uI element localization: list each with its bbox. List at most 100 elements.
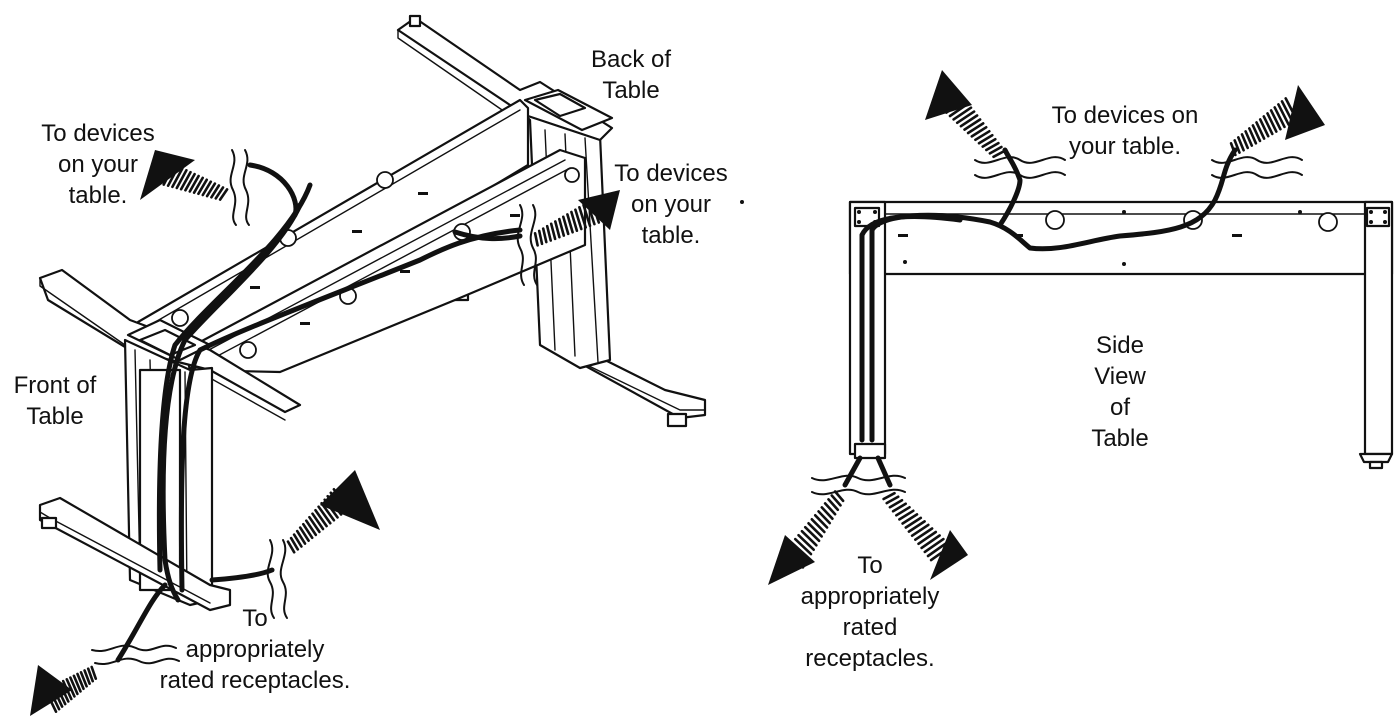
coil-stripe	[317, 505, 332, 525]
coil-stripe	[301, 522, 314, 540]
coil-stripe	[1258, 118, 1270, 138]
coil-stripe	[981, 137, 997, 148]
coil-stripe	[920, 534, 941, 550]
coil-stripe	[926, 541, 949, 558]
stray-mark	[740, 200, 744, 204]
coil-stripe	[184, 172, 196, 192]
coil-stripe	[984, 141, 1000, 152]
arrow-head-icon	[578, 190, 620, 230]
coil-stripe	[803, 525, 821, 543]
coil-stripe	[578, 206, 588, 229]
coil-stripe	[817, 510, 832, 525]
coil-stripe	[566, 213, 574, 234]
coil-stripe	[970, 126, 988, 138]
coil-stripe	[882, 491, 896, 501]
coil-stripe	[992, 149, 1006, 159]
coil-stripe	[952, 106, 973, 121]
coil-stripe	[292, 533, 303, 548]
coil-stripe	[545, 224, 553, 242]
coil-stripe	[888, 498, 904, 509]
coil-stripe	[1255, 121, 1266, 140]
coil-stripe	[1233, 139, 1241, 154]
coil-stripe	[314, 508, 328, 528]
coil-stripe	[553, 220, 561, 239]
coil-stripe	[793, 537, 813, 556]
coil-stripe	[898, 509, 915, 521]
coil-stripe	[308, 515, 321, 534]
coil-stripe	[298, 526, 310, 543]
break-mark-icon	[91, 149, 538, 666]
coil-stripe	[810, 517, 826, 534]
coil-stripe	[910, 523, 930, 538]
cable-to-receptacle-left	[115, 582, 168, 663]
coil-stripe	[959, 114, 979, 128]
coil-stripe	[891, 502, 908, 513]
coiled-cable-icon	[768, 70, 1325, 585]
coil-stripe	[541, 227, 548, 244]
coil-stripe	[988, 145, 1003, 155]
coil-stripe	[977, 133, 994, 145]
coil-stripe	[813, 513, 829, 529]
coil-stripe	[1244, 130, 1254, 147]
coil-stripe	[904, 516, 923, 529]
coil-stripe	[827, 498, 840, 512]
coil-stripe	[955, 110, 976, 125]
coil-stripe	[171, 167, 184, 189]
coil-stripe	[192, 176, 204, 194]
coil-stripe	[974, 130, 991, 142]
coil-stripe	[823, 502, 837, 516]
coil-stripe	[76, 672, 85, 691]
arrow-head-icon	[768, 535, 815, 585]
coil-stripe	[197, 178, 208, 196]
coil-stripe	[175, 169, 188, 190]
arrow-head-icon	[320, 470, 380, 530]
arrow-head-icon	[930, 530, 968, 580]
coil-stripe	[800, 529, 818, 547]
side-view-table	[842, 147, 1394, 488]
coil-stripe	[885, 495, 900, 505]
cable-to-devices-left	[247, 162, 299, 218]
break-mark-icon	[811, 156, 1303, 496]
coil-stripe	[65, 677, 76, 698]
coil-stripe	[1229, 142, 1237, 157]
coil-stripe	[214, 186, 225, 200]
cable-to-receptacle-right	[209, 567, 275, 583]
coil-stripe	[1251, 124, 1262, 143]
isometric-table-frame	[38, 14, 707, 666]
coil-stripe	[1266, 112, 1278, 133]
coil-stripe	[917, 530, 938, 546]
coil-stripe	[83, 669, 91, 686]
coil-stripe	[533, 232, 539, 247]
coil-stripe	[79, 670, 88, 688]
arrow-head-icon	[925, 70, 972, 120]
coil-stripe	[582, 203, 592, 228]
coil-stripe	[901, 513, 919, 525]
coil-stripe	[561, 215, 570, 236]
coil-stripe	[797, 533, 816, 552]
coil-stripe	[295, 529, 307, 545]
cable-to-devices-mid	[452, 229, 523, 242]
coil-stripe	[304, 519, 318, 537]
coil-stripe	[549, 222, 557, 241]
coil-stripe	[286, 540, 296, 554]
coil-stripe	[963, 118, 982, 131]
coil-stripe	[205, 182, 217, 198]
coil-stripe	[1277, 103, 1290, 126]
arrow-head-icon	[30, 665, 72, 716]
coil-stripe	[179, 170, 192, 191]
coiled-cable-icon	[30, 150, 620, 716]
coil-stripe	[1240, 133, 1249, 150]
coil-stripe	[833, 490, 845, 503]
coil-stripe	[1273, 106, 1286, 129]
coil-stripe	[907, 520, 926, 533]
coil-stripe	[807, 521, 824, 538]
coil-stripe	[574, 208, 583, 231]
